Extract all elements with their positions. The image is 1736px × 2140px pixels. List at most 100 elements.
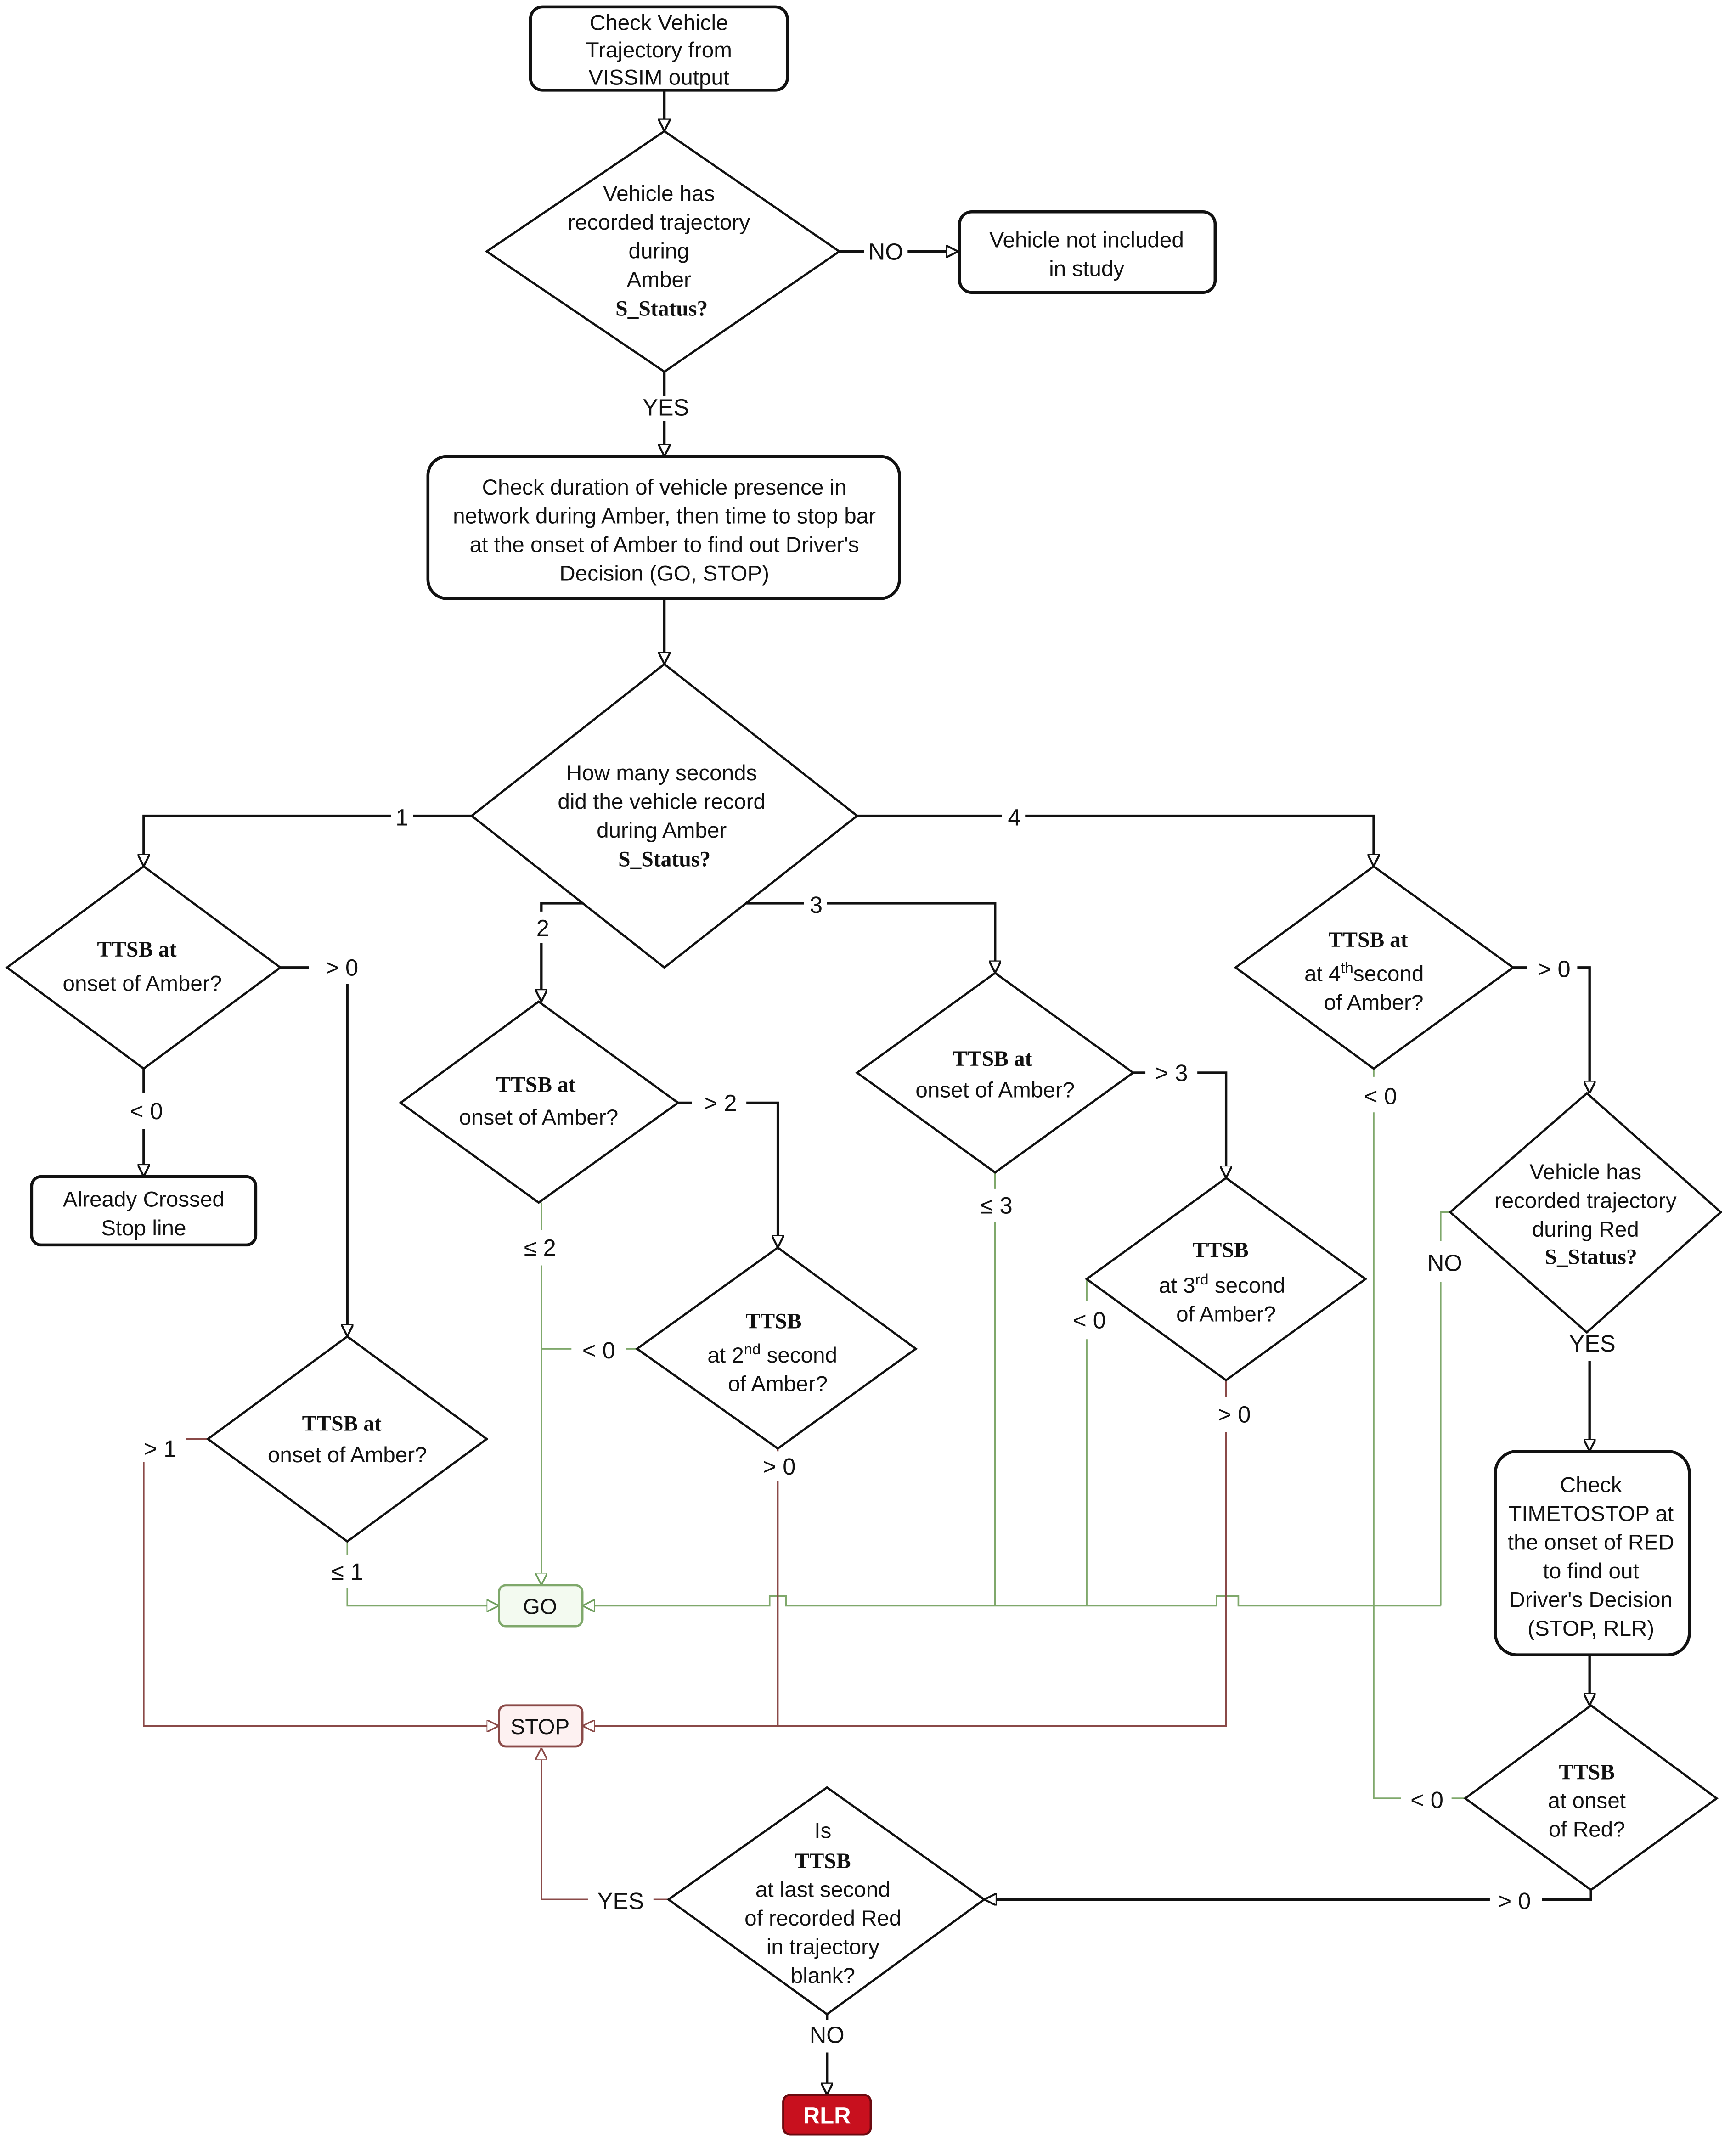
check-timetostop-node[interactable]: Check TIMETOSTOP at the onset of RED to …: [1494, 1449, 1691, 1656]
edge-go-right-bus: [584, 1595, 1441, 1606]
decision-b4-ttsb-4th[interactable]: TTSB at at 4thsecond of Amber?: [1234, 865, 1515, 1070]
edge-branch-3: [744, 902, 995, 972]
label-b3b-gt0: > 0: [1218, 1402, 1251, 1428]
edge-branch-1: [144, 814, 472, 865]
decision-last-second-red[interactable]: Is TTSB at last second of recorded Red i…: [666, 1786, 986, 2016]
label-no-1: NO: [868, 238, 903, 265]
go-label: GO: [523, 1594, 557, 1619]
check-tts-line-6: (STOP, RLR): [1527, 1616, 1654, 1641]
d-b4-line-2: of Amber?: [1324, 991, 1424, 1015]
d-last-line-3: in trajectory: [767, 1935, 879, 1959]
d-b3a-text: onset of Amber?: [915, 1078, 1075, 1103]
d2-line-2: did the vehicle record: [558, 790, 766, 814]
d-b1b-text: onset of Amber?: [268, 1443, 427, 1467]
label-last-yes: YES: [597, 1888, 644, 1914]
label-b1b-gt1: > 1: [144, 1436, 177, 1462]
decision-b3a-ttsb-onset[interactable]: TTSB at onset of Amber?: [855, 971, 1135, 1174]
stop-node[interactable]: STOP: [498, 1704, 584, 1748]
decision-how-many-seconds[interactable]: How many seconds did the vehicle record …: [470, 663, 859, 969]
start-line-2: Trajectory from: [586, 38, 732, 62]
edge-red-no: [1440, 1211, 1450, 1606]
label-b4-gt0: > 0: [1538, 956, 1571, 982]
edge-branch-4: [857, 814, 1374, 865]
start-line-1: Check Vehicle: [590, 11, 728, 35]
check-tts-line-2: TIMETOSTOP at: [1508, 1502, 1674, 1526]
label-b2b-gt0: > 0: [763, 1453, 796, 1480]
start-line-3: VISSIM output: [588, 65, 729, 90]
decision-b3b-ttsb-3rd[interactable]: TTSB at 3rd second of Amber?: [1085, 1177, 1368, 1382]
d-onset-red-line-1: at onset: [1548, 1789, 1626, 1813]
label-b3b-lt0: < 0: [1073, 1307, 1106, 1333]
label-b2a-le2: ≤ 2: [524, 1235, 556, 1261]
decision-recorded-amber[interactable]: Vehicle has recorded trajectory during A…: [485, 130, 841, 373]
label-b2a-gt2: > 2: [704, 1090, 737, 1116]
decision-b1-ttsb-onset[interactable]: TTSB at onset of Amber?: [5, 865, 282, 1070]
d1-status: S_Status?: [615, 297, 708, 321]
label-b1b-le1: ≤ 1: [331, 1559, 363, 1585]
d-b4-bold: TTSB at: [1328, 928, 1408, 952]
not-included-line-1: Vehicle not included: [989, 228, 1184, 253]
label-yes-1: YES: [643, 394, 689, 421]
decision-b1b-ttsb-onset[interactable]: TTSB at onset of Amber?: [206, 1335, 489, 1543]
d-red-line-1: Vehicle has: [1530, 1160, 1642, 1184]
edge-d4-gt0: [1513, 966, 1590, 1092]
d1-line-1: Vehicle has: [603, 181, 715, 206]
check-tts-line-3: the onset of RED: [1508, 1530, 1674, 1554]
connectors-red: [143, 1380, 1227, 1901]
d-b3b-bold: TTSB: [1193, 1239, 1249, 1262]
d-b2a-bold: TTSB at: [496, 1073, 575, 1097]
label-onset-red-gt0: > 0: [1498, 1888, 1531, 1914]
already-crossed-node[interactable]: Already Crossed Stop line: [30, 1175, 258, 1247]
not-included-node[interactable]: Vehicle not included in study: [958, 210, 1217, 294]
label-red-no: NO: [1427, 1250, 1462, 1276]
d-b2b-line-1: at 2nd second: [707, 1340, 837, 1368]
check-tts-line-1: Check: [1560, 1473, 1622, 1498]
rlr-label: RLR: [803, 2102, 851, 2129]
rlr-node[interactable]: RLR: [782, 2094, 872, 2136]
d-b3b-line-1: at 3rd second: [1159, 1271, 1285, 1298]
edge-branch-2: [541, 902, 586, 1000]
d-b1-text: onset of Amber?: [63, 971, 222, 996]
label-b3a-le3: ≤ 3: [981, 1192, 1013, 1218]
edge-d2a-gt2: [678, 1101, 778, 1246]
d1-line-4: Amber: [627, 268, 691, 292]
decision-b2b-ttsb-2nd[interactable]: TTSB at 2nd second of Amber?: [635, 1246, 918, 1450]
label-onset-red-lt0: < 0: [1410, 1787, 1443, 1813]
check-duration-node[interactable]: Check duration of vehicle presence in ne…: [426, 455, 901, 600]
label-branch-3: 3: [810, 892, 823, 918]
d-red-status: S_Status?: [1545, 1245, 1637, 1269]
d-last-line-4: blank?: [791, 1964, 855, 1988]
decision-recorded-red[interactable]: Vehicle has recorded trajectory during R…: [1449, 1092, 1723, 1334]
label-b1-lt0: < 0: [130, 1098, 163, 1124]
d-b1-bold: TTSB at: [97, 938, 176, 962]
label-branch-4: 4: [1008, 804, 1020, 830]
label-b3a-gt3: > 3: [1155, 1060, 1188, 1086]
already-crossed-line-1: Already Crossed: [63, 1188, 225, 1212]
d-b1b-bold: TTSB at: [302, 1412, 382, 1436]
label-b4-lt0: < 0: [1364, 1083, 1397, 1109]
start-node[interactable]: Check Vehicle Trajectory from VISSIM out…: [529, 5, 789, 92]
check-duration-line-4: Decision (GO, STOP): [559, 562, 769, 586]
check-tts-line-4: to find out: [1543, 1559, 1639, 1583]
connectors-black: [144, 90, 1591, 2093]
go-node[interactable]: GO: [498, 1584, 584, 1628]
d2-line-1: How many seconds: [566, 761, 757, 785]
edge-d4-lt0: [1373, 1069, 1401, 1799]
decision-onset-red[interactable]: TTSB at onset of Red?: [1463, 1704, 1719, 1892]
label-b2b-lt0: < 0: [582, 1337, 615, 1363]
d-b2a-text: onset of Amber?: [459, 1105, 618, 1130]
edge-d1b-gt1: [143, 1438, 498, 1726]
label-red-yes: YES: [1569, 1330, 1616, 1357]
edge-d1-gt0: [280, 966, 347, 1335]
already-crossed-line-2: Stop line: [101, 1216, 186, 1240]
d-b4-line-1: at 4thsecond: [1304, 959, 1424, 986]
d2-status: S_Status?: [618, 848, 710, 872]
decision-b2a-ttsb-onset[interactable]: TTSB at onset of Amber?: [399, 1000, 680, 1204]
not-included-line-2: in study: [1049, 257, 1124, 281]
d1-line-2: recorded trajectory: [568, 210, 750, 235]
check-duration-line-2: network during Amber, then time to stop …: [453, 504, 876, 529]
label-branch-2: 2: [536, 915, 549, 941]
label-b1-gt0: > 0: [325, 955, 358, 981]
d-red-line-2: recorded trajectory: [1494, 1189, 1677, 1213]
